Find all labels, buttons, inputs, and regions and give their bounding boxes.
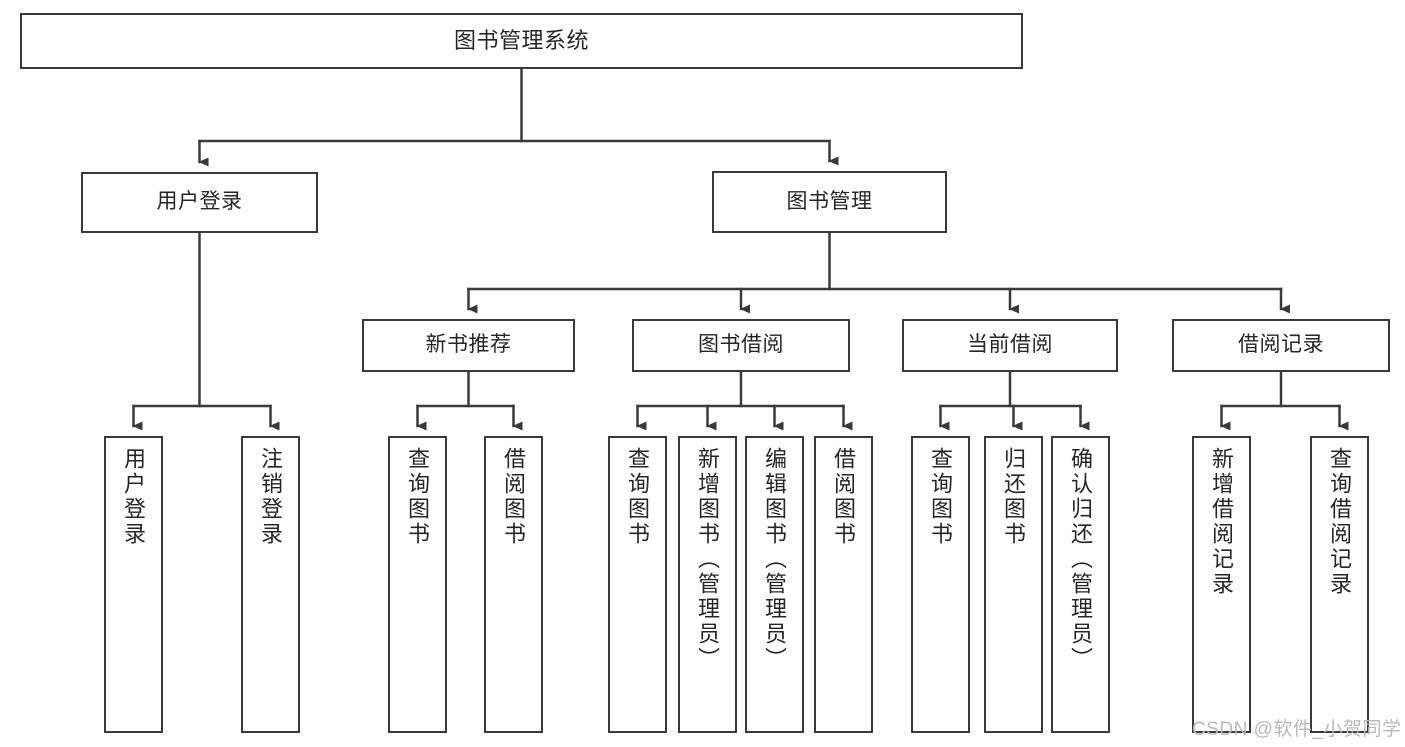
leaf-logout[interactable]: 注销登录	[241, 436, 300, 733]
leaf-confirm-return-label: 确认归还（管理员）	[1068, 447, 1094, 672]
leaf-add-book[interactable]: 新增图书（管理员）	[678, 436, 737, 733]
leaf-edit-book[interactable]: 编辑图书（管理员）	[745, 436, 804, 733]
node-current-borrow[interactable]: 当前借阅	[902, 319, 1118, 372]
leaf-query-book-1-label: 查询图书	[405, 447, 431, 547]
leaf-query-book-3[interactable]: 查询图书	[911, 436, 970, 733]
leaf-query-borrow-record[interactable]: 查询借阅记录	[1310, 436, 1369, 733]
node-new-book-recommend-label: 新书推荐	[425, 333, 512, 357]
leaf-logout-label: 注销登录	[258, 447, 284, 547]
node-book-manage-label: 图书管理	[786, 189, 873, 213]
leaf-add-borrow-record[interactable]: 新增借阅记录	[1192, 436, 1251, 733]
leaf-user-login-label: 用户登录	[121, 447, 147, 547]
node-current-borrow-label: 当前借阅	[967, 333, 1053, 357]
node-user-login[interactable]: 用户登录	[81, 172, 318, 233]
leaf-borrow-book-2-label: 借阅图书	[831, 447, 857, 547]
node-root-label: 图书管理系统	[453, 28, 589, 54]
leaf-return-book-label: 归还图书	[1001, 447, 1027, 547]
leaf-borrow-book-1[interactable]: 借阅图书	[484, 436, 543, 733]
leaf-query-book-2-label: 查询图书	[625, 447, 651, 547]
node-borrow-record[interactable]: 借阅记录	[1172, 319, 1390, 372]
node-user-login-label: 用户登录	[156, 190, 243, 214]
leaf-add-book-label: 新增图书（管理员）	[695, 447, 721, 672]
leaf-confirm-return[interactable]: 确认归还（管理员）	[1051, 436, 1110, 733]
leaf-user-login[interactable]: 用户登录	[104, 436, 163, 733]
csdn-watermark: CSDN @软件_小贺同学	[1192, 719, 1402, 740]
leaf-return-book[interactable]: 归还图书	[984, 436, 1043, 733]
node-new-book-recommend[interactable]: 新书推荐	[362, 319, 575, 372]
leaf-edit-book-label: 编辑图书（管理员）	[762, 447, 788, 672]
connector-lines	[132, 67, 1349, 431]
node-book-borrow[interactable]: 图书借阅	[632, 319, 850, 372]
leaf-query-book-2[interactable]: 查询图书	[608, 436, 667, 733]
node-book-borrow-label: 图书借阅	[698, 333, 784, 357]
node-book-manage[interactable]: 图书管理	[712, 171, 947, 233]
leaf-borrow-book-2[interactable]: 借阅图书	[814, 436, 873, 733]
leaf-query-book-3-label: 查询图书	[928, 447, 954, 547]
leaf-query-borrow-record-label: 查询借阅记录	[1327, 447, 1353, 597]
leaf-query-book-1[interactable]: 查询图书	[388, 436, 447, 733]
leaf-borrow-book-1-label: 借阅图书	[501, 447, 527, 547]
leaf-add-borrow-record-label: 新增借阅记录	[1209, 447, 1235, 597]
node-root[interactable]: 图书管理系统	[20, 13, 1023, 69]
node-borrow-record-label: 借阅记录	[1238, 333, 1324, 357]
